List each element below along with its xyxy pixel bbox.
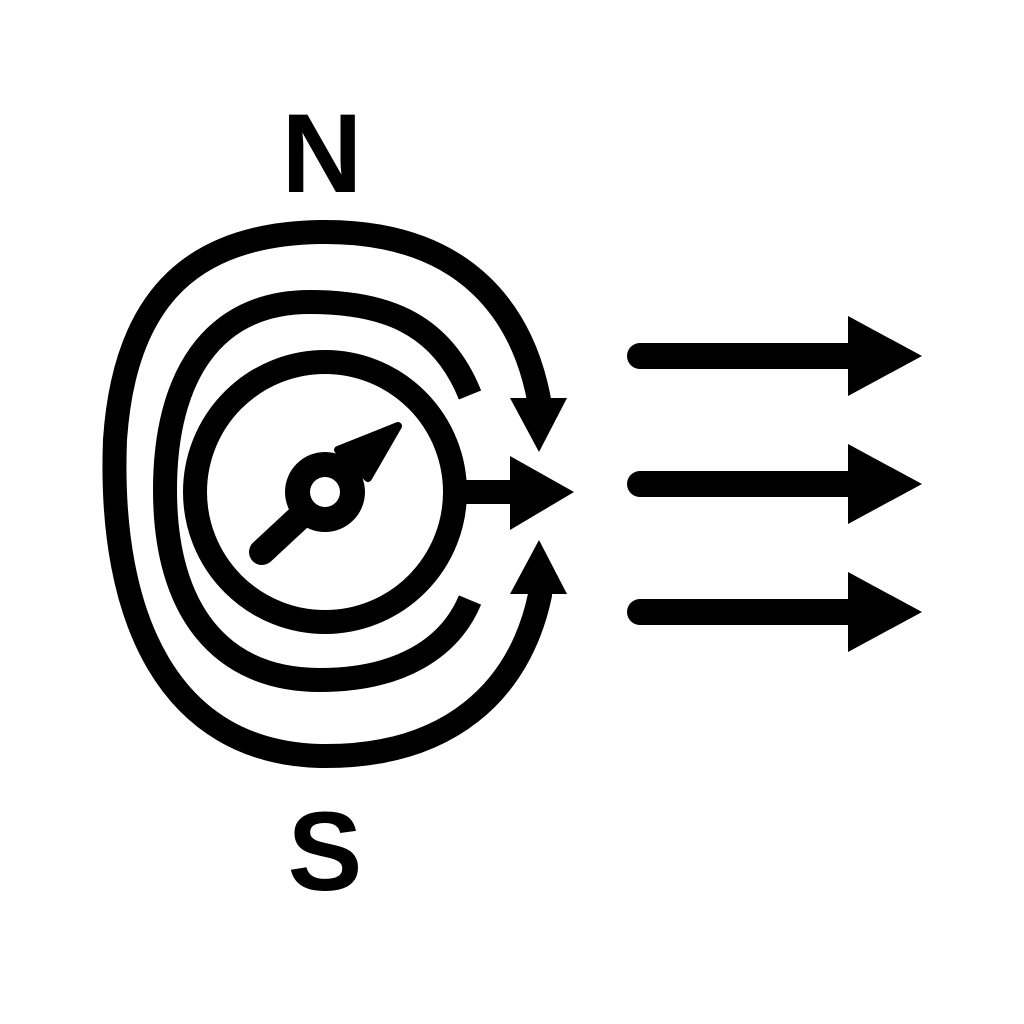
arrowhead-icon bbox=[848, 572, 922, 652]
field-arrow-middle bbox=[627, 444, 922, 524]
field-arrow-bottom bbox=[627, 572, 922, 652]
arrowhead-icon bbox=[848, 444, 922, 524]
needle-hub-center bbox=[310, 477, 340, 507]
compass-needle-icon bbox=[249, 422, 402, 565]
middle-field-line bbox=[152, 289, 482, 693]
south-pole-label: S bbox=[288, 789, 363, 914]
field-arrow-top bbox=[627, 316, 922, 396]
compass-center-arrowhead-icon bbox=[510, 456, 574, 530]
outer-top-arrowhead-icon bbox=[510, 398, 567, 452]
arrowhead-icon bbox=[848, 316, 922, 396]
north-pole-label: N bbox=[282, 91, 363, 216]
compass-icon bbox=[183, 350, 467, 634]
outer-field-line bbox=[102, 219, 552, 769]
outer-bottom-arrowhead-icon bbox=[510, 540, 567, 594]
